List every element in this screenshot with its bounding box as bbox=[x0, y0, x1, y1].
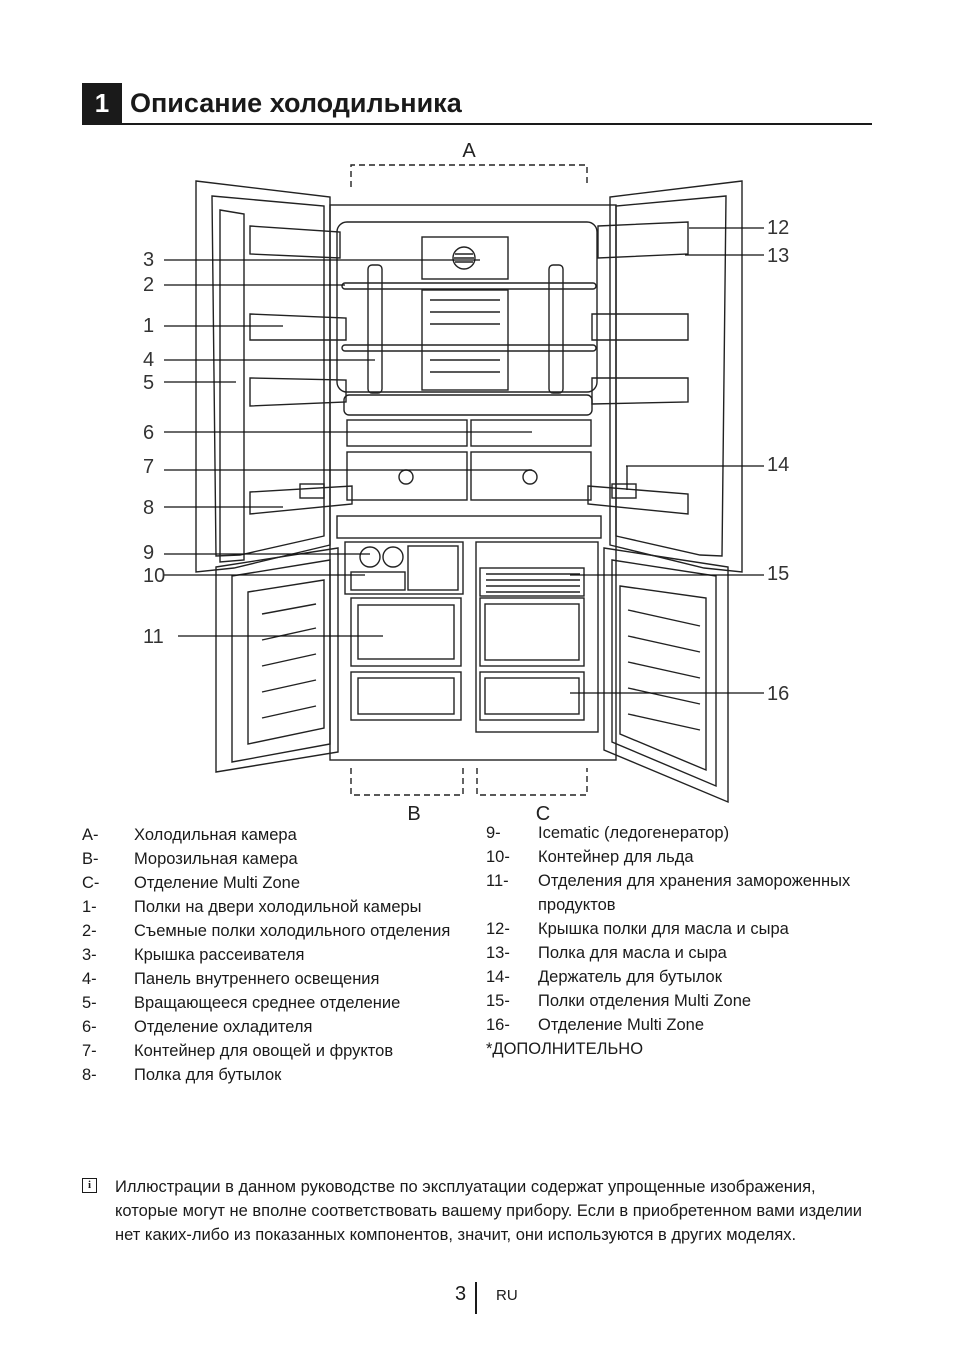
zone-c-bracket bbox=[476, 768, 588, 796]
bottle-shelf bbox=[249, 485, 353, 515]
footer-divider bbox=[475, 1282, 477, 1314]
zone-a-label: A bbox=[462, 140, 476, 162]
legend-item: 7-Контейнер для овощей и фруктов bbox=[82, 1042, 394, 1060]
freezer-drawer-upper bbox=[350, 597, 462, 667]
callout-8: 8 bbox=[143, 497, 154, 519]
butter-shelf bbox=[597, 221, 689, 259]
chiller-left bbox=[346, 419, 468, 447]
info-icon: i bbox=[82, 1178, 97, 1193]
page-number: 3 bbox=[455, 1283, 467, 1305]
multizone-compartment bbox=[475, 541, 599, 733]
freezer-drawer-lower bbox=[350, 671, 462, 721]
legend-item: 5-Вращающееся среднее отделение bbox=[82, 994, 401, 1012]
callout-16: 16 bbox=[767, 683, 789, 705]
callout-7: 7 bbox=[143, 456, 154, 478]
right-lower-door bbox=[603, 547, 729, 804]
callout-4: 4 bbox=[143, 349, 154, 371]
legend-item: B-Морозильная камера bbox=[82, 850, 298, 868]
legend-item: 12-Крышка полки для масла и сыра bbox=[486, 920, 789, 938]
refrigerator-diagram: A bbox=[143, 140, 789, 825]
legend-item: 13-Полка для масла и сыра bbox=[486, 944, 727, 962]
multizone-drawer bbox=[479, 671, 585, 721]
callout-15: 15 bbox=[767, 563, 789, 585]
zone-c-label: C bbox=[536, 803, 550, 825]
zone-a-bracket bbox=[350, 164, 588, 187]
language-code: RU bbox=[496, 1287, 518, 1304]
callout-6: 6 bbox=[143, 422, 154, 444]
legend-item: A-Холодильная камера bbox=[82, 826, 297, 844]
callout-14: 14 bbox=[767, 454, 789, 476]
veg-bin-left bbox=[346, 451, 468, 501]
legend-item: 8-Полка для бутылок bbox=[82, 1066, 282, 1084]
legend-item: 6-Отделение охладителя bbox=[82, 1018, 313, 1036]
legend-item: 2-Съемные полки холодильного отделения bbox=[82, 922, 451, 940]
right-door-shelf-3 bbox=[591, 377, 689, 405]
right-door-shelf-2 bbox=[591, 313, 689, 341]
fridge-interior bbox=[336, 221, 598, 393]
zone-b-bracket bbox=[350, 768, 464, 796]
removable-shelf-lower bbox=[341, 344, 597, 352]
multizone-shelf bbox=[479, 567, 585, 597]
callout-3: 3 bbox=[143, 249, 154, 271]
zone-b-label: B bbox=[407, 803, 420, 825]
left-door-shelf-3 bbox=[249, 377, 347, 407]
legend-item: 11-Отделения для хранения замороженных п… bbox=[486, 872, 851, 914]
removable-shelf-upper bbox=[341, 282, 597, 290]
section-number: 1 bbox=[82, 83, 122, 123]
info-note-text: Иллюстрации в данном руководстве по эксп… bbox=[115, 1178, 863, 1244]
callout-5: 5 bbox=[143, 372, 154, 394]
callout-9: 9 bbox=[143, 542, 154, 564]
callout-12: 12 bbox=[767, 217, 789, 239]
light-panel bbox=[421, 289, 509, 391]
cabinet-body bbox=[329, 204, 617, 761]
legend-item: 4-Панель внутреннего освещения bbox=[82, 970, 380, 988]
callout-2: 2 bbox=[143, 274, 154, 296]
left-door-shelf-2 bbox=[249, 313, 347, 341]
callout-10: 10 bbox=[143, 565, 165, 587]
bottle-holder-left bbox=[299, 483, 325, 499]
icematic-area bbox=[344, 541, 464, 595]
legend-right: 9-Icematic (ледогенератор) 10-Контейнер … bbox=[486, 821, 886, 1061]
page-title: Описание холодильника bbox=[130, 88, 462, 118]
legend-item: 1-Полки на двери холодильной камеры bbox=[82, 898, 422, 916]
optional-note: *ДОПОЛНИТЕЛЬНО bbox=[486, 1040, 644, 1058]
diffuser-fan bbox=[452, 246, 476, 270]
callout-13: 13 bbox=[767, 245, 789, 267]
callout-11: 11 bbox=[143, 626, 164, 648]
legend-item: 10-Контейнер для льда bbox=[486, 848, 694, 866]
legend-item: 16-Отделение Multi Zone bbox=[486, 1016, 705, 1034]
left-door-shelf-1 bbox=[249, 225, 341, 259]
callout-1: 1 bbox=[143, 315, 154, 337]
right-bottle-shelf bbox=[587, 485, 689, 515]
rotating-mullion bbox=[219, 209, 245, 563]
legend-item: 3-Крышка рассеивателя bbox=[82, 946, 305, 964]
veg-bin-right bbox=[470, 451, 592, 501]
legend-item: 15-Полки отделения Multi Zone bbox=[486, 992, 752, 1010]
middle-divider bbox=[336, 515, 602, 539]
legend-item: 9-Icematic (ледогенератор) bbox=[486, 824, 730, 842]
legend-item: C-Отделение Multi Zone bbox=[82, 874, 301, 892]
bottle-holder-right bbox=[611, 483, 637, 499]
legend-left: A-Холодильная камера B-Морозильная камер… bbox=[82, 823, 482, 1087]
section-header: 1 Описание холодильника bbox=[82, 83, 872, 125]
diffuser-cover bbox=[421, 236, 509, 280]
legend-item: 14-Держатель для бутылок bbox=[486, 968, 722, 986]
chiller-right bbox=[470, 419, 592, 447]
